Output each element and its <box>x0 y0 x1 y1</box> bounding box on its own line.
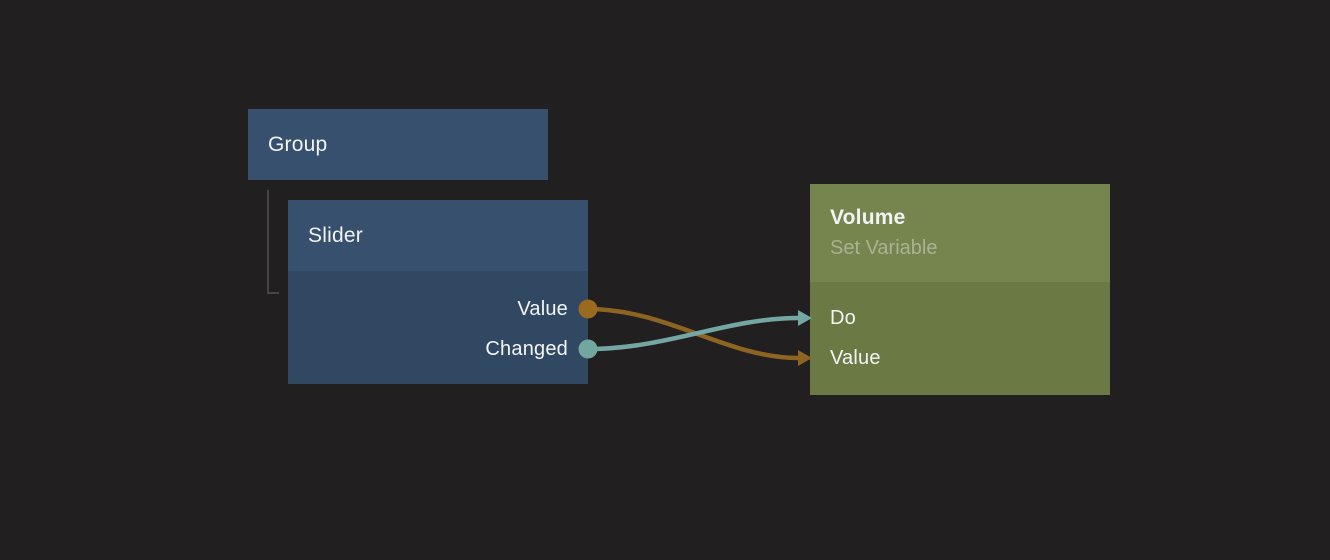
input-label-value: Value <box>830 346 881 369</box>
input-row-do: Do <box>810 298 1110 338</box>
node-slider-title: Slider <box>308 223 363 247</box>
node-volume-subtitle: Set Variable <box>830 237 938 259</box>
node-group-title: Group <box>268 132 328 156</box>
input-label-do: Do <box>830 306 856 329</box>
wire-changed-to-do[interactable] <box>587 315 800 352</box>
wire-value-to-value[interactable] <box>587 306 800 361</box>
output-row-changed: Changed <box>288 329 588 369</box>
output-row-value: Value <box>288 289 588 329</box>
node-group[interactable]: Group <box>248 109 548 180</box>
output-label-value: Value <box>517 297 568 320</box>
output-label-changed: Changed <box>485 337 568 360</box>
node-volume-body: Do Value <box>810 282 1110 395</box>
node-slider-header[interactable]: Slider <box>288 200 588 271</box>
node-volume-header[interactable]: Volume Set Variable <box>810 184 1110 282</box>
input-row-value: Value <box>810 338 1110 378</box>
node-volume-title: Volume <box>830 206 906 229</box>
node-group-header[interactable]: Group <box>248 109 548 180</box>
node-volume[interactable]: Volume Set Variable Do Value <box>810 184 1110 395</box>
hierarchy-connector-line <box>267 190 279 294</box>
node-slider[interactable]: Slider Value Changed <box>288 200 588 384</box>
node-slider-body: Value Changed <box>288 271 588 384</box>
